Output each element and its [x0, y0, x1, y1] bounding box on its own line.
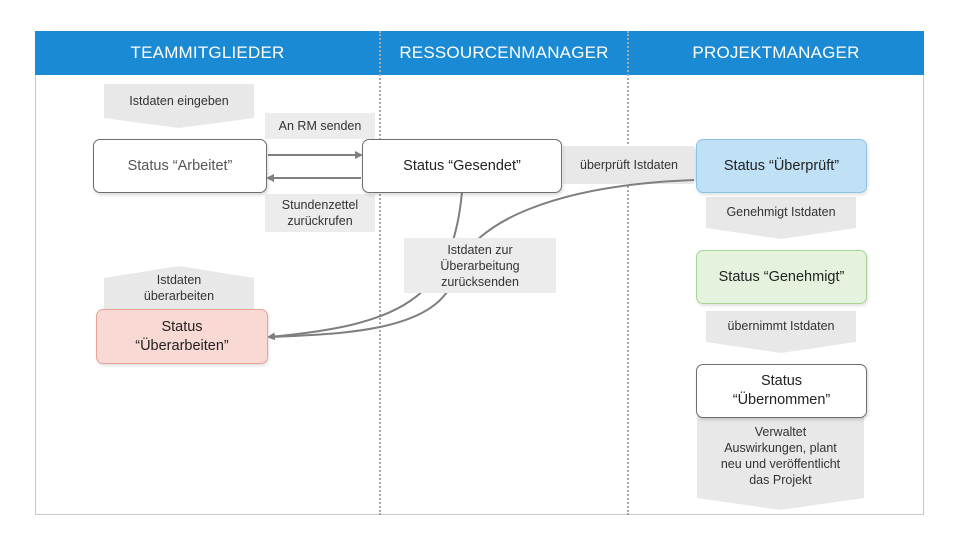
state-ueberarbeiten-line2: “Überarbeiten”: [135, 337, 229, 354]
label-istdaten-eingeben: Istdaten eingeben: [129, 94, 229, 108]
label-verwaltet-line4: das Projekt: [749, 473, 812, 487]
state-uebernommen: Status “Übernommen”: [696, 364, 867, 418]
lane-title-team: TEAMMITGLIEDER: [130, 43, 285, 62]
label-verwaltet: Verwaltet Auswirkungen, plant neu und ve…: [697, 421, 864, 491]
state-uebernommen-line2: “Übernommen”: [732, 392, 831, 408]
label-an-rm-senden: An RM senden: [265, 113, 375, 139]
state-gesendet: Status “Gesendet”: [362, 139, 562, 193]
label-zuruecksenden-line1: Istdaten zur: [447, 242, 513, 257]
lane-title-rm: RESSOURCENMANAGER: [399, 43, 609, 62]
label-istdaten-ueberarbeiten: Istdaten überarbeiten: [104, 271, 254, 305]
state-ueberarbeiten-line1: Status: [161, 318, 203, 335]
label-verwaltet-line2: Auswirkungen, plant: [724, 441, 837, 455]
label-zuruecksenden-line3: zurücksenden: [441, 274, 519, 289]
label-ueberprueft-istdaten: überprüft Istdaten: [580, 158, 678, 172]
label-zuruecksenden-line2: Überarbeitung: [440, 258, 520, 273]
state-ueberarbeiten: Status “Überarbeiten”: [96, 309, 268, 364]
label-verwaltet-line3: neu und veröffentlicht: [720, 457, 841, 471]
chevron-istdaten-eingeben: [104, 84, 254, 128]
lane-divider-1: [379, 31, 381, 515]
curve-from-gesendet: [267, 191, 463, 341]
chevron-ueberprueft-istdaten: [563, 146, 712, 184]
state-uebernommen-line1: Status: [760, 373, 803, 389]
lane-divider-2: [627, 31, 629, 515]
label-ueberarbeiten-line1: Istdaten: [156, 273, 202, 287]
chevron-verwaltet: [697, 416, 864, 510]
label-verwaltet-line1: Verwaltet: [754, 425, 807, 439]
label-stundenzettel-zurueckrufen: Stundenzettel zurückrufen: [265, 194, 375, 232]
label-stundenzettel-line2: zurückrufen: [287, 214, 353, 228]
label-stundenzettel-line1: Stundenzettel: [281, 198, 359, 212]
chevron-genehmigt-istdaten: [706, 197, 856, 239]
lane-title-pm: PROJEKTMANAGER: [692, 43, 860, 62]
label-zuruecksenden: Istdaten zur Überarbeitung zurücksenden: [404, 238, 556, 293]
state-arbeitet: Status “Arbeitet”: [93, 139, 267, 193]
state-genehmigt: Status “Genehmigt”: [696, 250, 867, 304]
chevron-istdaten-ueberarbeiten: [104, 266, 254, 309]
state-ueberprueft: Status “Überprüft”: [696, 139, 867, 193]
label-genehmigt-istdaten: Genehmigt Istdaten: [726, 205, 836, 219]
lane-header-bar: [35, 31, 924, 75]
label-ueberarbeiten-line2: überarbeiten: [143, 289, 215, 303]
label-uebernimmt-istdaten: übernimmt Istdaten: [727, 319, 835, 333]
chevron-uebernimmt-istdaten: [706, 311, 856, 353]
